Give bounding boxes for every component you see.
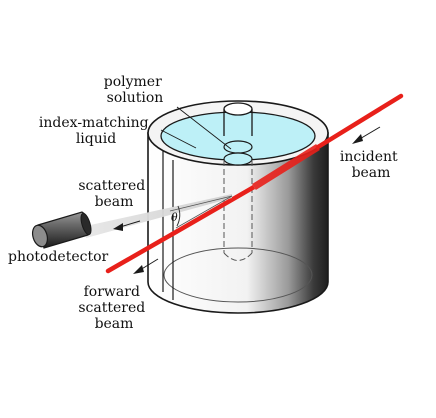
polymer-sample-tube xyxy=(223,102,253,261)
scattered-beam-label: scattered beam xyxy=(78,178,149,210)
incident-beam-label: incident beam xyxy=(340,149,402,181)
incident-laser-beam xyxy=(315,93,404,150)
forward-scattered-beam-arrow xyxy=(133,258,159,274)
scattered-beam-arrow xyxy=(113,220,141,231)
forward-scattered-laser-beam xyxy=(105,229,179,274)
index-matching-liquid-label: index-matching liquid xyxy=(39,115,153,147)
laser-beam-through-cell xyxy=(252,144,320,190)
photodetector-device xyxy=(31,211,92,249)
scattering-angle-label: θ xyxy=(171,211,178,224)
forward-scattered-beam-label: forward scattered beam xyxy=(78,284,149,332)
polymer-solution-label: polymer solution xyxy=(104,74,166,106)
index-matching-liquid-leader xyxy=(160,129,197,149)
incident-beam-arrow xyxy=(352,126,381,144)
polymer-solution-leader xyxy=(176,106,232,150)
photodetector-label: photodetector xyxy=(8,249,109,265)
